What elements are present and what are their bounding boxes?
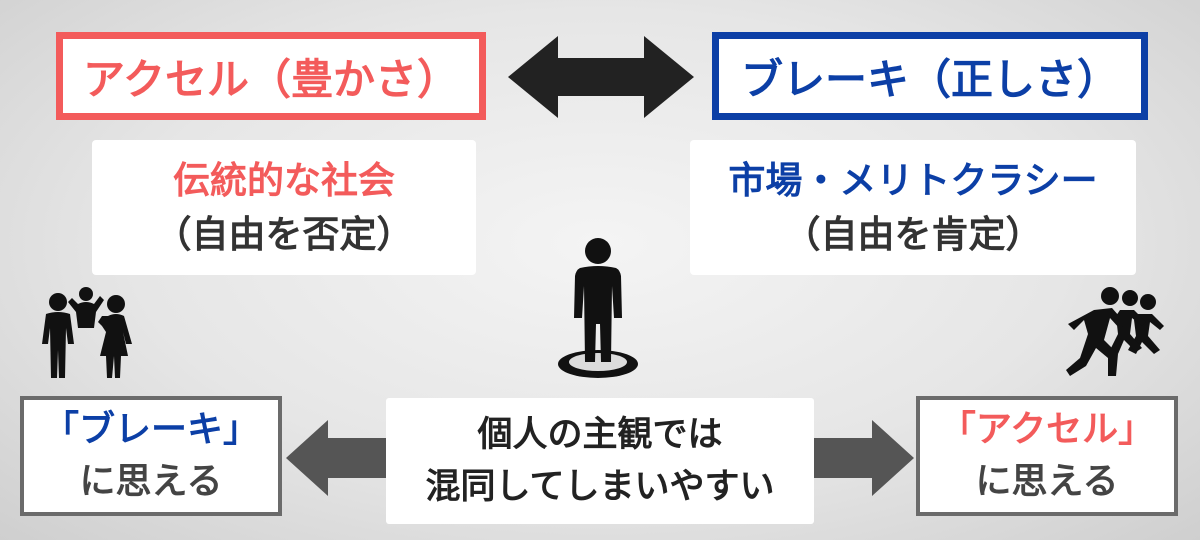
seems-like-accelerator-box: 「アクセル」 に思える	[916, 396, 1178, 516]
subjective-line1: 個人の主観では	[477, 414, 723, 455]
market-meritocracy-note: （自由を肯定）	[783, 212, 1043, 256]
seems-like-accelerator-title: 「アクセル」	[939, 408, 1155, 450]
arrow-left-icon	[286, 420, 390, 496]
brake-label: ブレーキ（正しさ）	[740, 54, 1119, 104]
traditional-society-panel: 伝統的な社会 （自由を否定）	[92, 140, 476, 275]
traditional-society-note: （自由を否定）	[154, 212, 414, 256]
subjective-confusion-box: 個人の主観では 混同してしまいやすい	[386, 398, 814, 524]
seems-like-brake-box: 「ブレーキ」 に思える	[20, 396, 282, 516]
market-meritocracy-title: 市場・メリトクラシー	[728, 158, 1098, 202]
seems-like-accelerator-suffix: に思える	[975, 461, 1119, 502]
double-arrow-icon	[508, 36, 694, 118]
market-meritocracy-panel: 市場・メリトクラシー （自由を肯定）	[690, 140, 1136, 275]
traditional-society-title: 伝統的な社会	[173, 158, 395, 202]
brake-label-box: ブレーキ（正しさ）	[712, 32, 1148, 120]
arrow-right-icon	[810, 420, 914, 496]
accelerator-label: アクセル（豊かさ）	[83, 54, 459, 104]
person-standing-icon	[558, 238, 638, 378]
runners-icon	[1066, 287, 1164, 376]
family-icon	[42, 287, 132, 378]
subjective-line2: 混同してしまいやすい	[425, 467, 775, 507]
seems-like-brake-suffix: に思える	[79, 461, 223, 502]
seems-like-brake-title: 「ブレーキ」	[42, 408, 259, 450]
accelerator-label-box: アクセル（豊かさ）	[56, 32, 486, 120]
